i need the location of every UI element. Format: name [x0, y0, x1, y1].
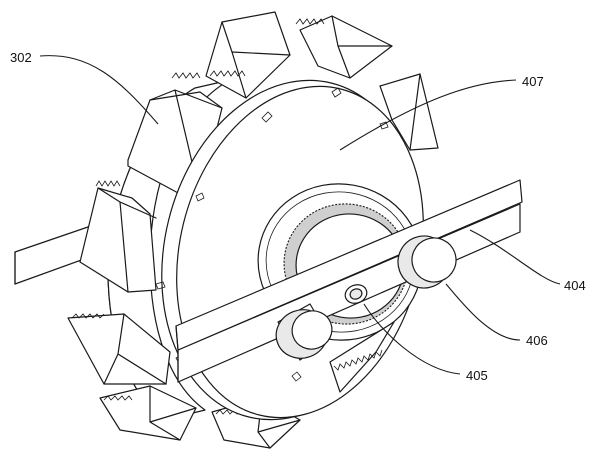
- label-406: 406: [526, 333, 548, 348]
- cutting-edge: [329, 321, 395, 393]
- leader-lines: [39, 55, 561, 375]
- center-pin: [344, 284, 368, 304]
- label-404: 404: [564, 278, 586, 293]
- label-405: 405: [466, 368, 488, 383]
- knob-right: [397, 235, 457, 289]
- label-407: 407: [522, 74, 544, 89]
- knob-left: [275, 303, 333, 361]
- label-302: 302: [10, 50, 32, 65]
